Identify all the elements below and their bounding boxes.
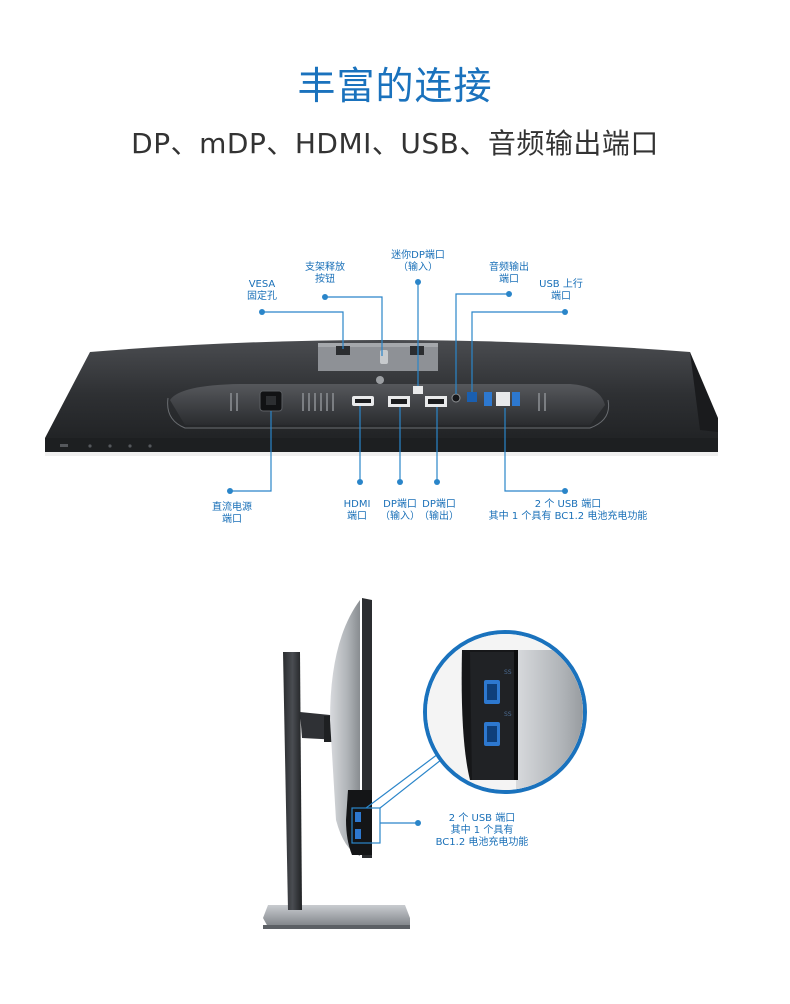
port-mark-2: SS [504, 711, 512, 718]
page-title: 丰富的连接 [297, 64, 493, 108]
label-usb-upstream: USB 上行端口 [539, 279, 583, 302]
label-stand-release: 支架释放按钮 [305, 262, 345, 285]
label-dc-power: 直流电源端口 [212, 502, 252, 525]
page-subtitle: DP、mDP、HDMI、USB、音频输出端口 [131, 127, 659, 160]
label-audio-out: 音频输出端口 [489, 262, 529, 285]
label-side-usb: 2 个 USB 端口 其中 1 个具有 BC1.2 电池充电功能 [435, 813, 529, 848]
label-dp-in: DP端口（输入） [380, 499, 420, 522]
port-mark-1: SS [504, 669, 512, 676]
label-mini-dp: 迷你DP端口（输入） [391, 250, 445, 273]
label-dp-out: DP端口（输出） [419, 499, 459, 522]
label-usb-downstream: 2 个 USB 端口其中 1 个具有 BC1.2 电池充电功能 [488, 499, 648, 522]
